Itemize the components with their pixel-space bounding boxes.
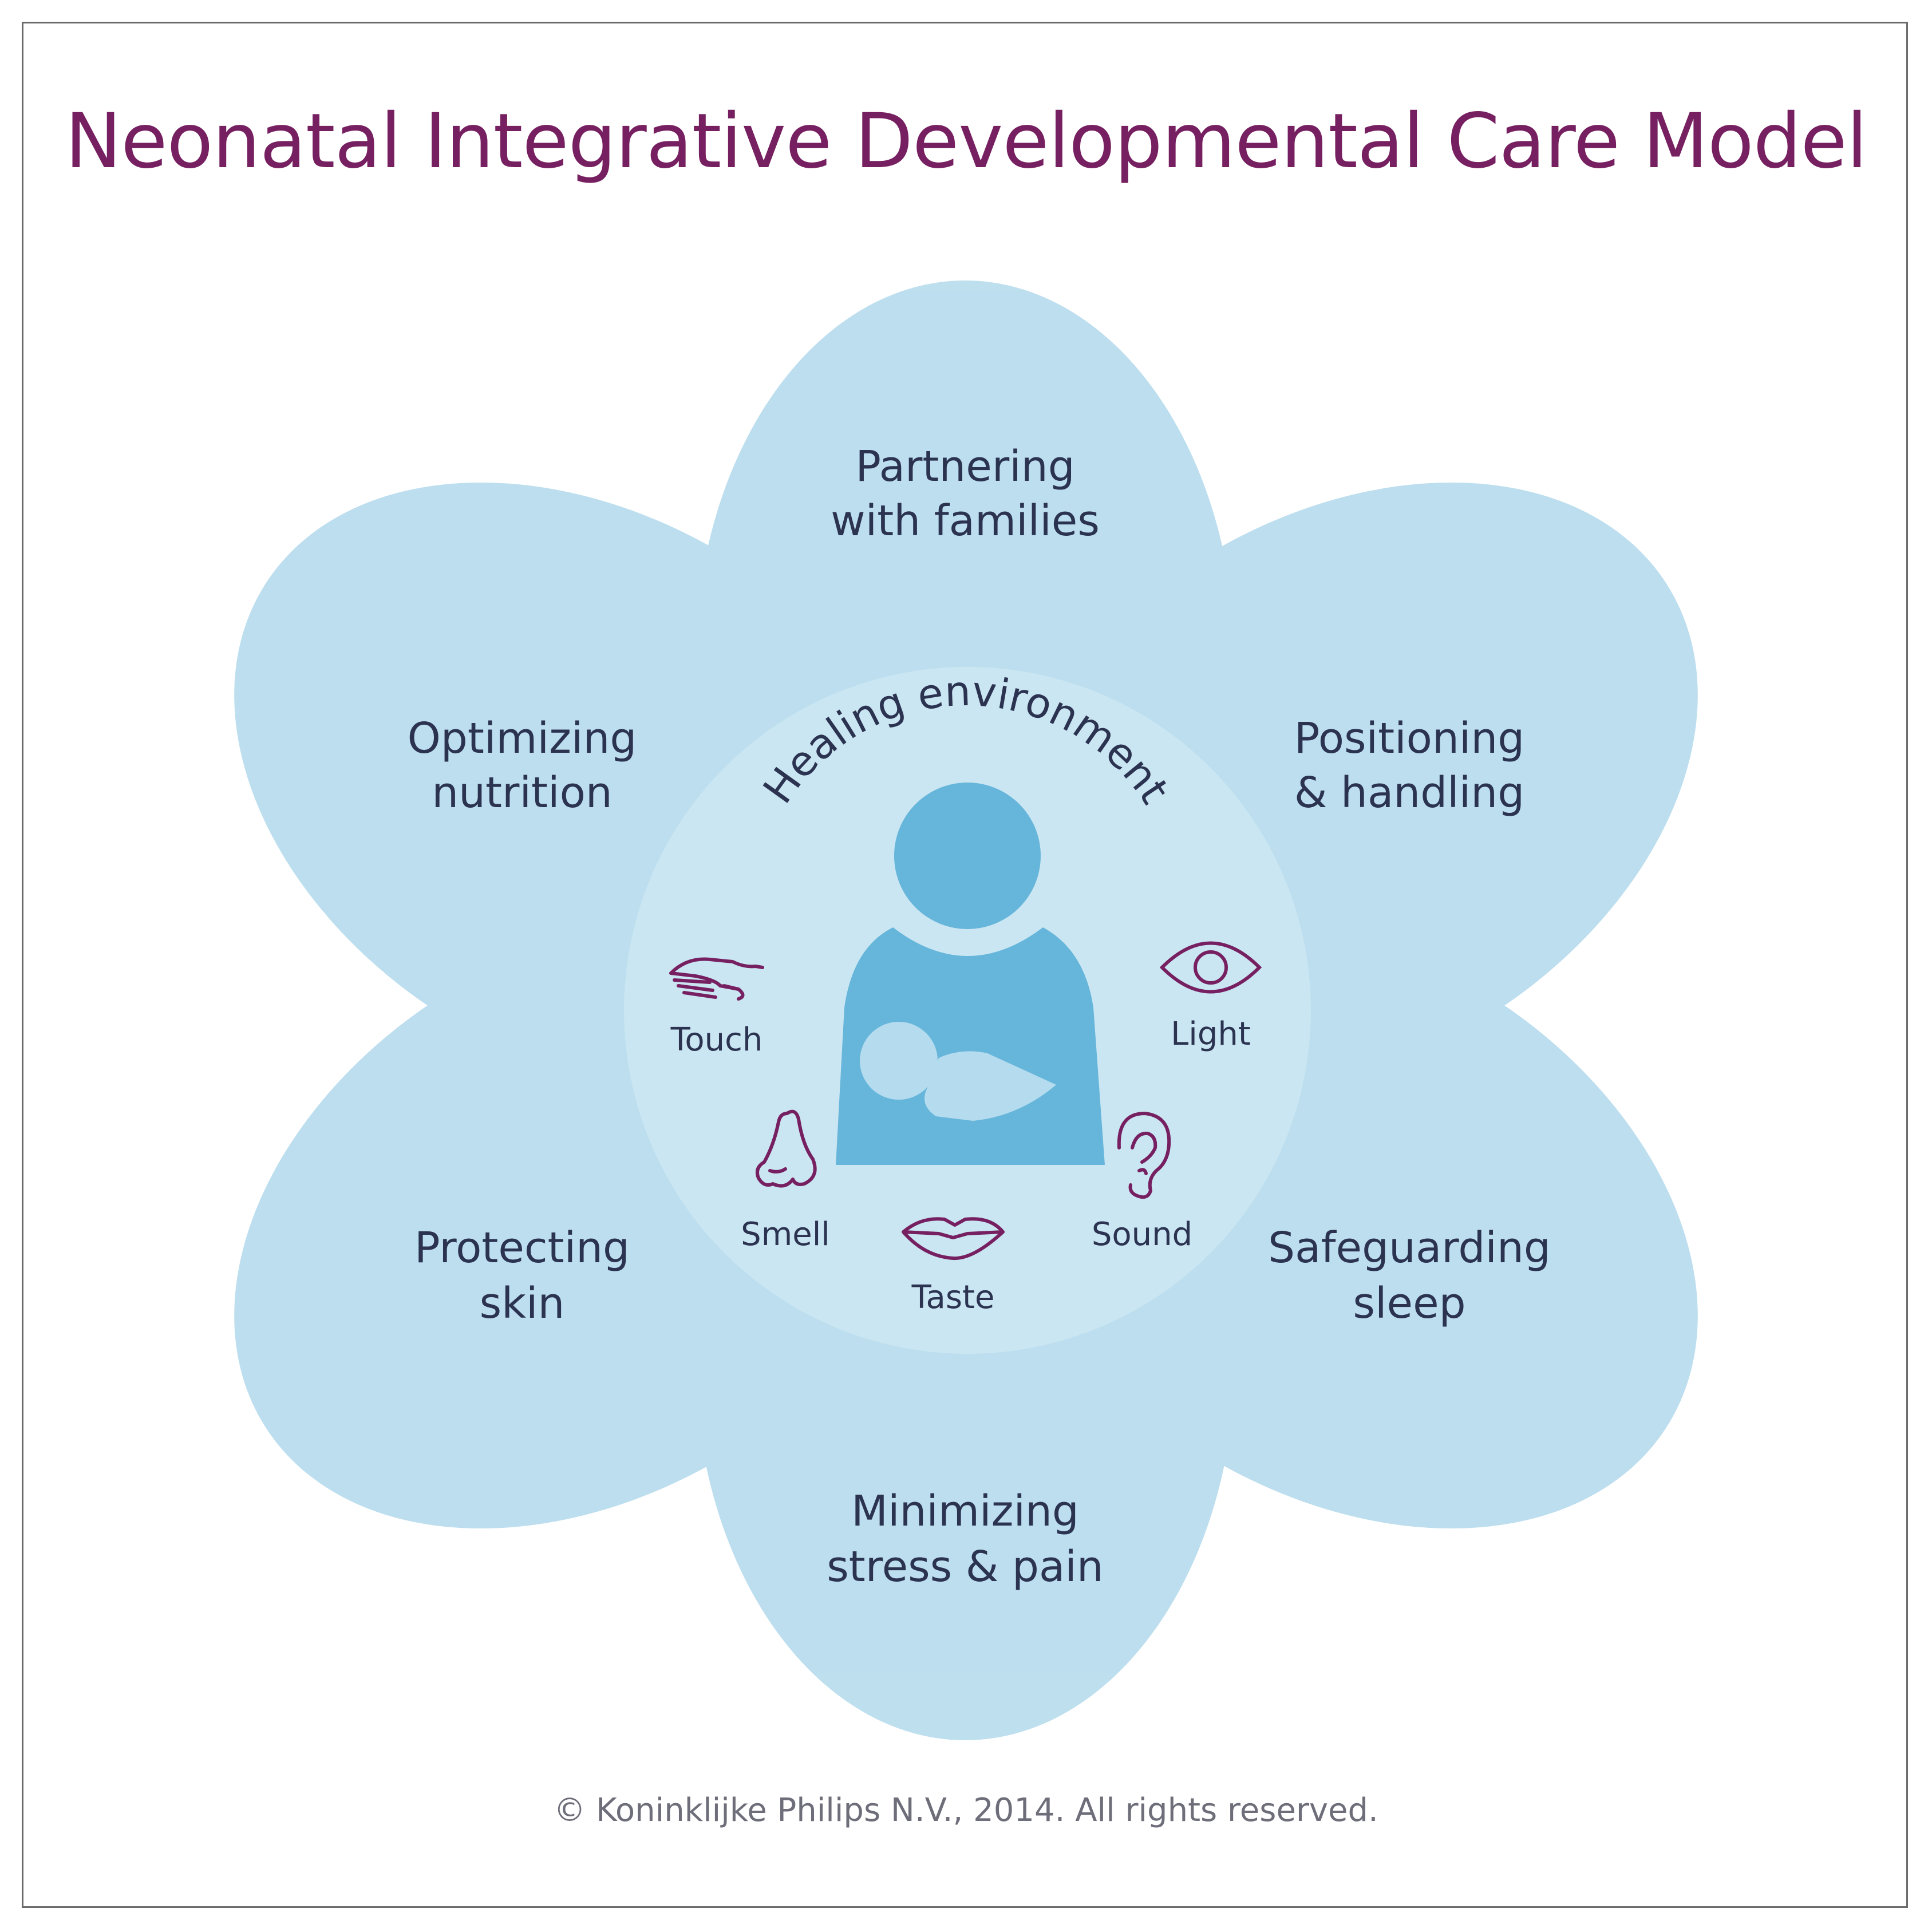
copyright-footer: © Koninklijke Philips N.V., 2014. All ri… xyxy=(554,1792,1378,1829)
sense-label-smell: Smell xyxy=(741,1216,830,1253)
lips-icon xyxy=(902,1217,1005,1261)
svg-text:& handling: & handling xyxy=(1294,768,1524,817)
svg-text:Safeguarding: Safeguarding xyxy=(1268,1223,1551,1273)
petal-label-top: Partnering with families xyxy=(831,442,1100,546)
petal-label-lower-right: Safeguarding sleep xyxy=(1268,1223,1551,1328)
hand-icon xyxy=(669,957,764,1001)
parent-with-infant-icon xyxy=(836,783,1105,1165)
svg-text:Minimizing: Minimizing xyxy=(851,1487,1079,1536)
svg-text:stress & pain: stress & pain xyxy=(827,1542,1104,1591)
svg-text:Protecting: Protecting xyxy=(414,1223,630,1273)
svg-text:Optimizing: Optimizing xyxy=(408,714,637,763)
diagram-title: Neonatal Integrative Developmental Care … xyxy=(65,97,1868,185)
nose-icon xyxy=(756,1109,817,1188)
sense-label-touch: Touch xyxy=(670,1021,763,1058)
svg-text:with families: with families xyxy=(831,496,1100,546)
petal-label-upper-right: Positioning & handling xyxy=(1294,714,1525,817)
sense-label-sound: Sound xyxy=(1092,1216,1192,1253)
svg-text:Positioning: Positioning xyxy=(1294,714,1525,763)
eye-icon xyxy=(1159,941,1262,994)
sense-label-taste: Taste xyxy=(911,1279,995,1316)
petal-label-lower-left: Protecting skin xyxy=(414,1223,630,1328)
svg-text:skin: skin xyxy=(480,1279,565,1328)
svg-text:sleep: sleep xyxy=(1353,1279,1465,1328)
sense-label-light: Light xyxy=(1171,1016,1251,1053)
ear-icon xyxy=(1117,1112,1171,1199)
svg-text:Partnering: Partnering xyxy=(855,442,1074,491)
petal-label-bottom: Minimizing stress & pain xyxy=(827,1487,1104,1591)
svg-text:nutrition: nutrition xyxy=(432,768,613,817)
petal-label-upper-left: Optimizing nutrition xyxy=(408,714,637,817)
